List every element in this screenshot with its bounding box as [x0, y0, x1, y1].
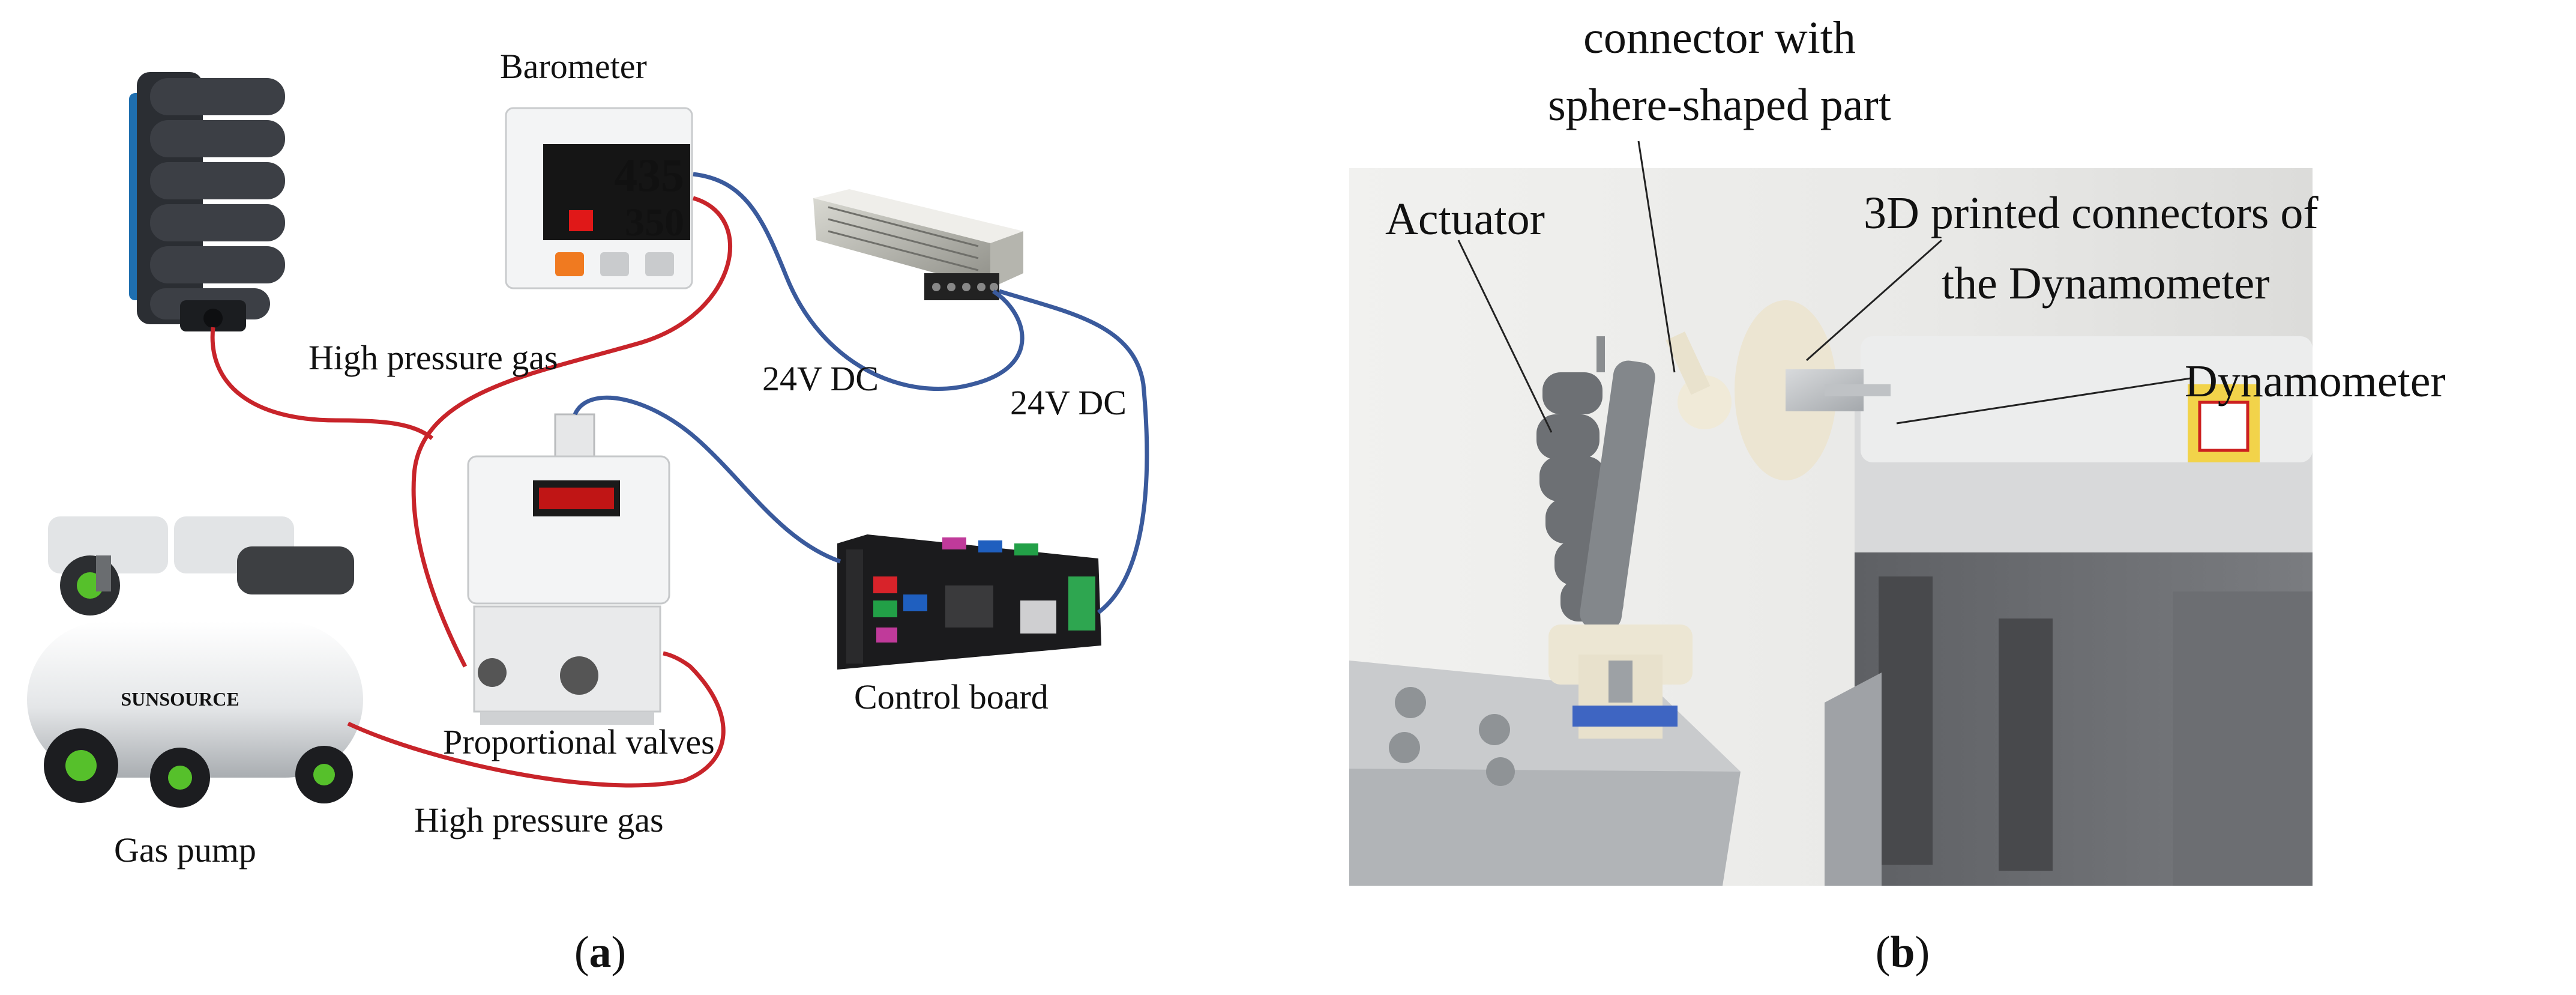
power-line-valve-to-board: [573, 395, 841, 564]
dynamometer-label: Dynamometer: [2185, 356, 2446, 407]
proportional-valves-label: Proportional valves: [443, 722, 715, 761]
power-supply-image: [813, 189, 1023, 300]
actuator-label: Actuator: [1385, 194, 1545, 244]
gas-line-barometer-to-valve: [411, 196, 732, 668]
barometer-top-reading: 435: [614, 149, 684, 201]
leader-printed-connector: [1806, 239, 1942, 361]
barometer-image: 435 350: [505, 107, 693, 289]
barometer-bottom-reading: 350: [625, 201, 684, 244]
experiment-photo: [1349, 168, 2313, 886]
high-pressure-gas-top-label: High pressure gas: [308, 338, 558, 377]
panel-a: Barometer 435 350: [27, 47, 1149, 977]
gas-pump-label: Gas pump: [114, 830, 256, 869]
dc-right-label: 24V DC: [1010, 383, 1127, 422]
pump-brand-text: SUNSOURCE: [121, 688, 239, 710]
panel-b: connector with sphere-shaped part Actuat…: [1349, 13, 2446, 977]
leader-dynamometer: [1896, 377, 2191, 425]
gas-line-actuator: [210, 327, 434, 440]
power-line-barometer-to-psu: [693, 172, 1025, 391]
connector-label-line1: connector with: [1583, 13, 1856, 63]
connector-label-line2: sphere-shaped part: [1548, 80, 1891, 130]
gas-pump-image: SUNSOURCE: [27, 516, 363, 808]
high-pressure-gas-bottom-label: High pressure gas: [414, 800, 664, 839]
caption-a: (a): [574, 928, 626, 977]
gas-lines: [210, 196, 732, 788]
leader-actuator: [1457, 240, 1553, 433]
printed-connectors-label-line1: 3D printed connectors of: [1864, 188, 2319, 238]
power-line-psu-to-board: [998, 289, 1149, 614]
soft-actuator-image: [129, 72, 285, 331]
leader-connector: [1637, 141, 1676, 373]
control-board-image: [837, 534, 1101, 670]
power-lines: [573, 172, 1149, 614]
gas-line-pump-to-valve: [347, 651, 726, 788]
caption-b: (b): [1876, 928, 1930, 977]
leader-lines: [1457, 141, 2191, 433]
proportional-valve-image: [467, 413, 670, 725]
control-board-label: Control board: [854, 677, 1049, 716]
printed-connectors-label-line2: the Dynamometer: [1942, 258, 2270, 309]
barometer-label: Barometer: [500, 47, 647, 86]
dc-left-label: 24V DC: [762, 359, 879, 398]
